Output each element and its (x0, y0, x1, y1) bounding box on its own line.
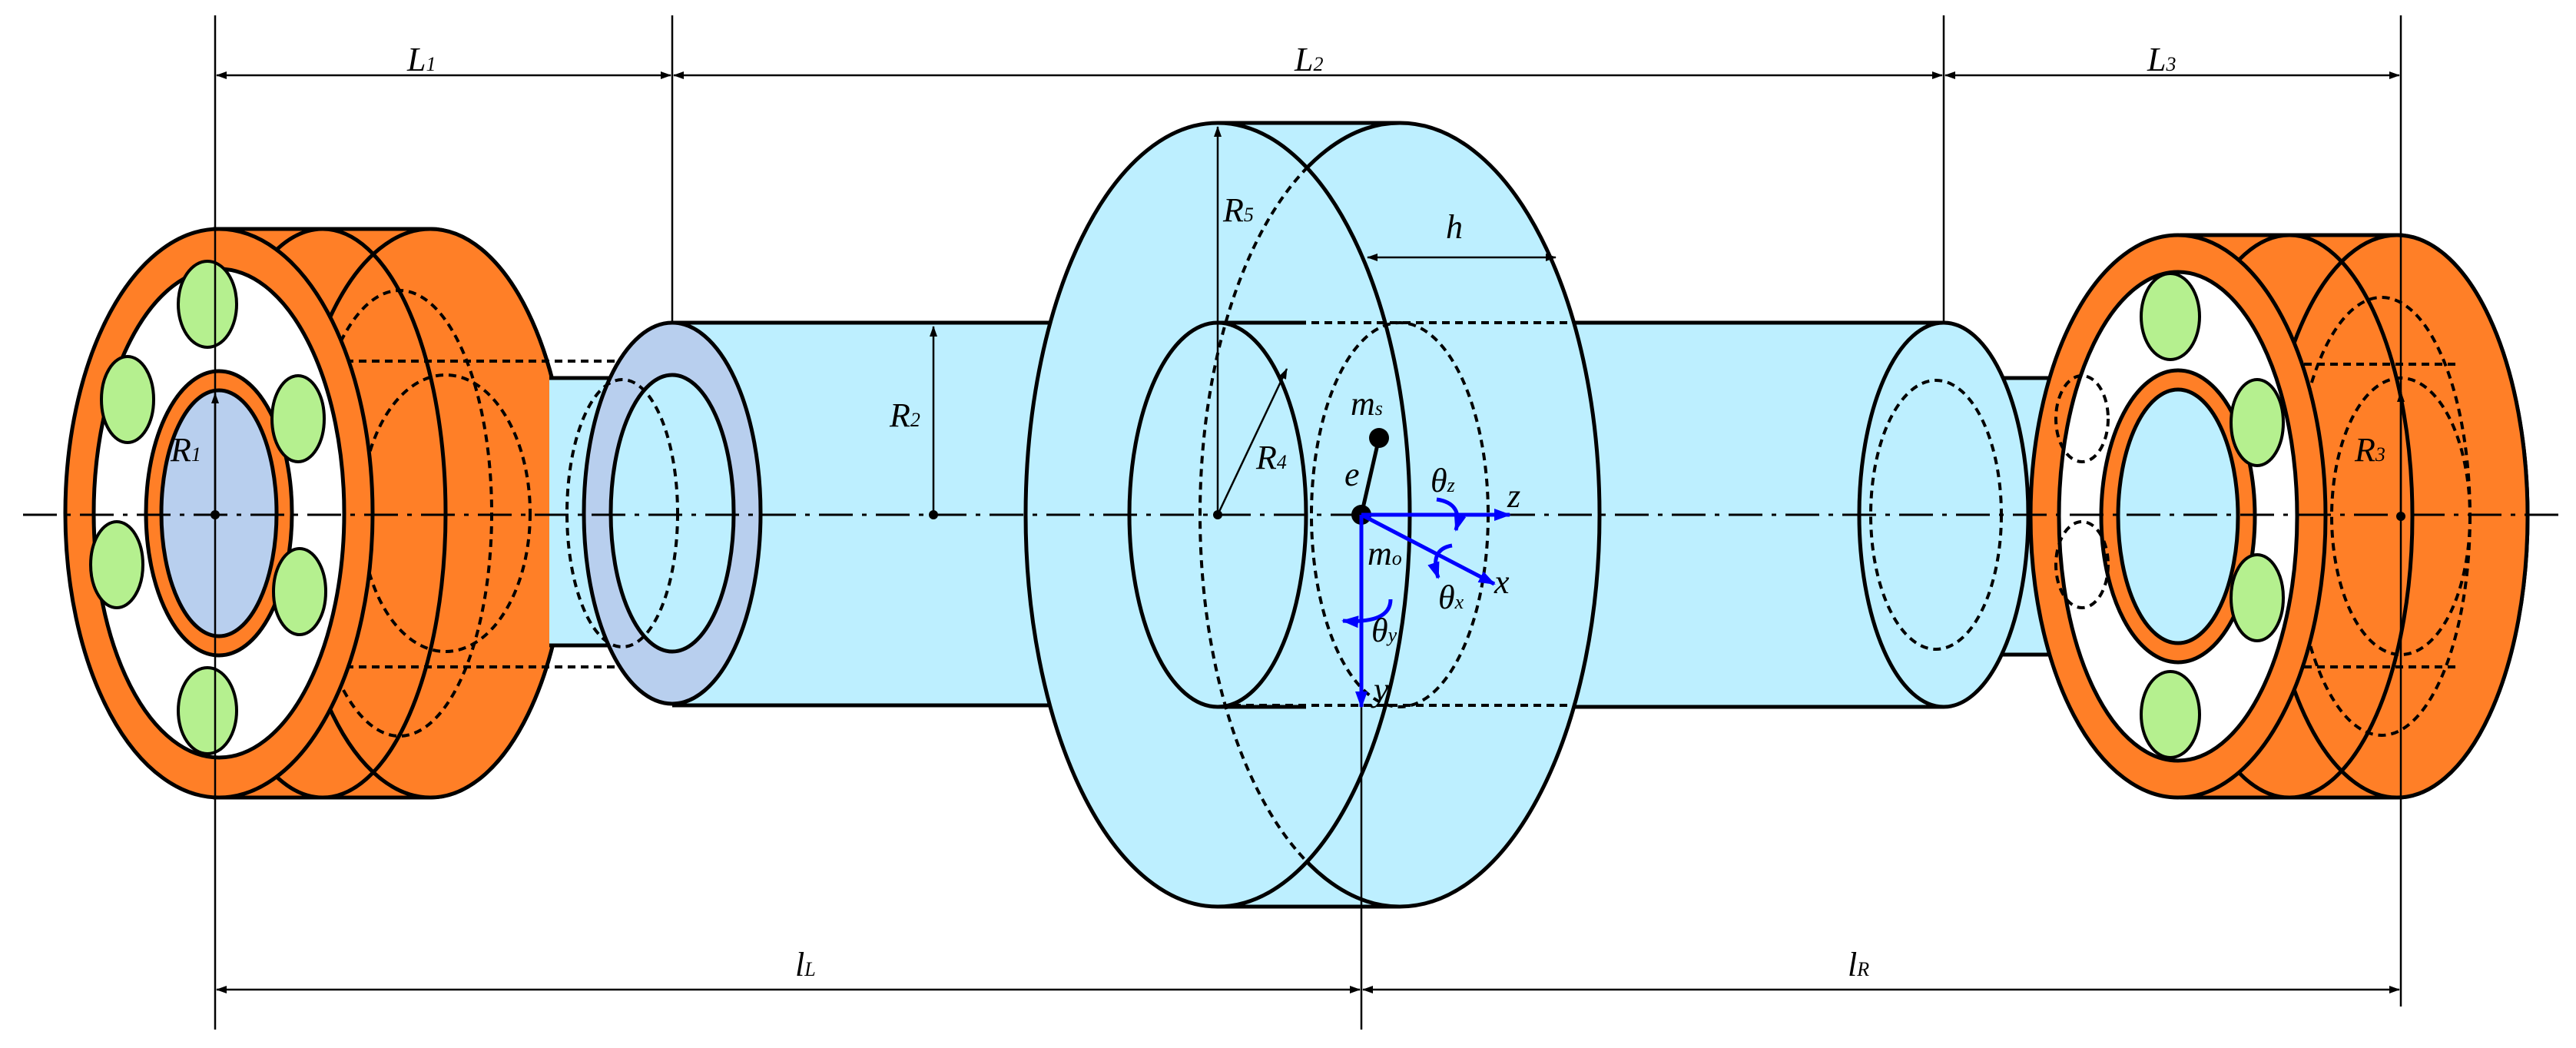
ball (100, 355, 155, 444)
ball (177, 666, 238, 755)
label-L3: L3 (2147, 41, 2176, 78)
label-axis-z: z (1507, 477, 1520, 515)
label-e: e (1344, 456, 1360, 493)
right-bearing (1997, 233, 2530, 800)
label-axis-x: x (1494, 563, 1510, 601)
rotation-arrow-z (1436, 497, 1467, 532)
label-R1: R1 (170, 431, 201, 469)
label-theta-x: θx (1438, 579, 1464, 616)
left-bearing (63, 227, 630, 800)
ball (272, 547, 327, 636)
coordinate-axes (1341, 497, 1511, 708)
label-h: h (1446, 208, 1463, 246)
label-L2: L2 (1294, 41, 1323, 78)
label-mo: mo (1368, 535, 1402, 572)
ball (2140, 272, 2201, 361)
right-shaft-journal (2116, 387, 2240, 645)
ball (2054, 520, 2110, 609)
labels: L1 L2 L3 lL lR R1 R2 R3 R4 R5 h e ms mo … (170, 41, 2385, 983)
label-ms: ms (1351, 385, 1383, 423)
left-bearing-balls (89, 260, 327, 755)
ball (2230, 553, 2285, 642)
rotation-arrow-x (1427, 543, 1453, 579)
dim-R4 (1216, 368, 1288, 516)
ball (2230, 378, 2285, 467)
label-axis-y: y (1371, 671, 1389, 708)
axis-x (1360, 512, 1496, 586)
center-points (211, 510, 2405, 521)
rotation-arrow-y (1341, 599, 1393, 628)
ball (89, 520, 144, 609)
dimension-lines (211, 71, 2405, 993)
label-R2: R2 (889, 396, 920, 434)
label-lR: lR (1848, 946, 1869, 983)
mass-ms-dot (1369, 428, 1389, 448)
label-L1: L1 (406, 41, 436, 78)
ball (177, 260, 238, 349)
ball (2054, 374, 2110, 463)
eccentric-mass (1351, 428, 1389, 525)
label-lL: lL (795, 946, 816, 983)
label-theta-z: θz (1431, 462, 1455, 499)
label-R3: R3 (2354, 431, 2385, 469)
ball (2140, 670, 2201, 759)
right-bearing-balls (2054, 272, 2285, 759)
label-R4: R4 (1255, 439, 1287, 476)
label-R5: R5 (1222, 191, 1254, 229)
label-theta-y: θy (1371, 612, 1397, 649)
ball (270, 374, 326, 463)
